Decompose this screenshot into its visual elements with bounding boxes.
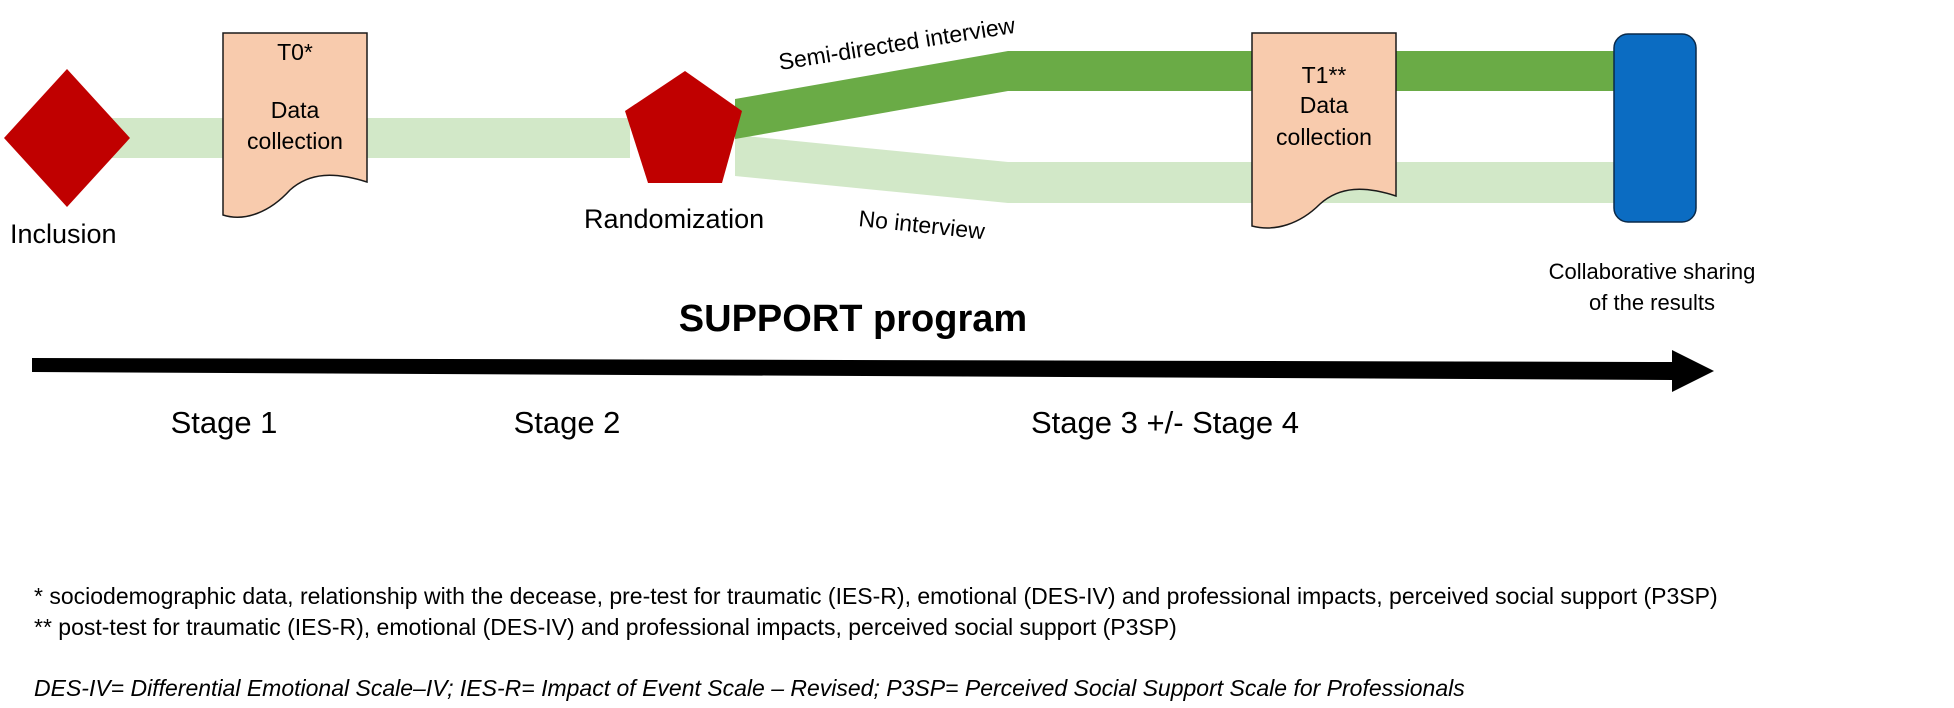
abbreviations-legend: DES-IV= Differential Emotional Scale–IV;… (34, 675, 1465, 701)
branch-no-interview-label: No interview (857, 205, 986, 244)
branch-interview-path (735, 51, 1008, 139)
t0-label: T0* (277, 39, 313, 65)
footnote-t1: ** post-test for traumatic (IES-R), emot… (34, 614, 1177, 640)
stage-1-label: Stage 1 (171, 405, 278, 440)
footnote-t0: * sociodemographic data, relationship wi… (34, 583, 1718, 609)
t1-document-shape (1251, 32, 1397, 229)
inclusion-label: Inclusion (10, 219, 117, 249)
results-label-line1: Collaborative sharing (1549, 259, 1756, 284)
stage-3-4-label: Stage 3 +/- Stage 4 (1031, 405, 1299, 440)
t1-data-label: Data (1300, 92, 1349, 118)
timeline-arrow (32, 350, 1714, 392)
results-sharing-box (1613, 33, 1697, 223)
program-title: SUPPORT program (679, 298, 1027, 340)
inclusion-diamond (4, 69, 130, 207)
path-inclusion-to-randomization (110, 118, 630, 158)
randomization-label: Randomization (584, 204, 764, 234)
branch-no-interview-path (735, 135, 1008, 203)
t1-collection-label: collection (1276, 124, 1372, 150)
t0-data-label: Data (271, 97, 320, 123)
randomization-pentagon (625, 71, 742, 183)
t0-collection-label: collection (247, 128, 343, 154)
stage-2-label: Stage 2 (514, 405, 621, 440)
results-label-line2: of the results (1589, 290, 1715, 315)
t0-document-shape (222, 32, 368, 218)
t1-label: T1** (1302, 62, 1347, 88)
